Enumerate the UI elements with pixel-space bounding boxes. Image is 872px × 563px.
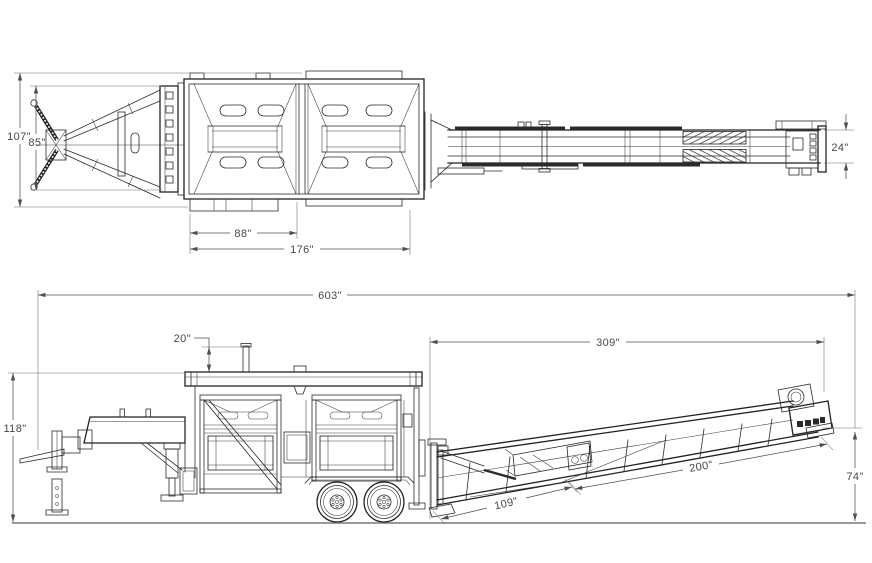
conveyor-plan (424, 111, 821, 191)
dim-conveyor-upper: 200" (568, 436, 834, 496)
dim-label-post-height: 20" (174, 333, 191, 345)
feed-chute (504, 440, 593, 477)
hopper-bay-side (311, 394, 402, 482)
dim-overall-width: 107" (7, 72, 302, 208)
dim-label-overall-width: 107" (7, 131, 31, 143)
dim-label-hopper-total-length: 176" (290, 244, 314, 256)
dim-label-frame-width: 85" (28, 137, 45, 149)
hopper-bay-side (199, 394, 282, 494)
conveyor-head-side (777, 383, 835, 439)
dim-label-hopper-bay-width: 88" (234, 228, 251, 240)
railing-post (242, 345, 250, 373)
dim-conveyor-width: 24" (824, 114, 854, 179)
top-view: 107" 85" 24" 88" (7, 70, 854, 256)
conveyor-boom (436, 400, 819, 506)
dim-conveyor-lower: 109" (432, 478, 578, 525)
hydraulic-leg (160, 442, 198, 502)
dim-label-overall-height: 118" (3, 423, 26, 435)
tandem-wheels (316, 481, 405, 523)
dim-post-height: 20" (174, 333, 247, 372)
dim-frame-width: 85" (28, 85, 162, 191)
center-column (281, 400, 316, 478)
dim-label-conveyor-upper: 200" (688, 459, 714, 475)
gooseneck-hitch (19, 408, 186, 474)
conveyor-head-plan (775, 120, 827, 176)
side-view: 603" 309" 20" 118" (3, 290, 866, 525)
dim-hopper-total-length: 176" (190, 210, 411, 256)
hopper-bay-plan (193, 83, 297, 195)
dim-hopper-bay-width: 88" (189, 202, 298, 254)
hopper-bay-plan (307, 83, 420, 195)
hopper-deck-plan (183, 70, 425, 212)
dim-discharge-height: 74" (822, 427, 863, 521)
fender (304, 476, 415, 486)
dim-overall-length: 603" (37, 290, 856, 450)
tongue-frame (36, 89, 184, 199)
mounting-flange (159, 82, 185, 196)
dim-label-conveyor-width: 24" (831, 142, 848, 154)
front-jacks (45, 430, 69, 516)
rear-support (402, 387, 426, 510)
dim-overall-height: 118" (3, 372, 186, 522)
dim-conveyor-assembly: 309" (429, 337, 825, 519)
dim-label-overall-length: 603" (318, 290, 342, 302)
machine-deck (184, 343, 423, 479)
dim-label-conveyor-assembly: 309" (596, 337, 620, 349)
dim-label-conveyor-lower: 109" (493, 495, 519, 512)
dim-label-discharge-height: 74" (846, 471, 863, 483)
